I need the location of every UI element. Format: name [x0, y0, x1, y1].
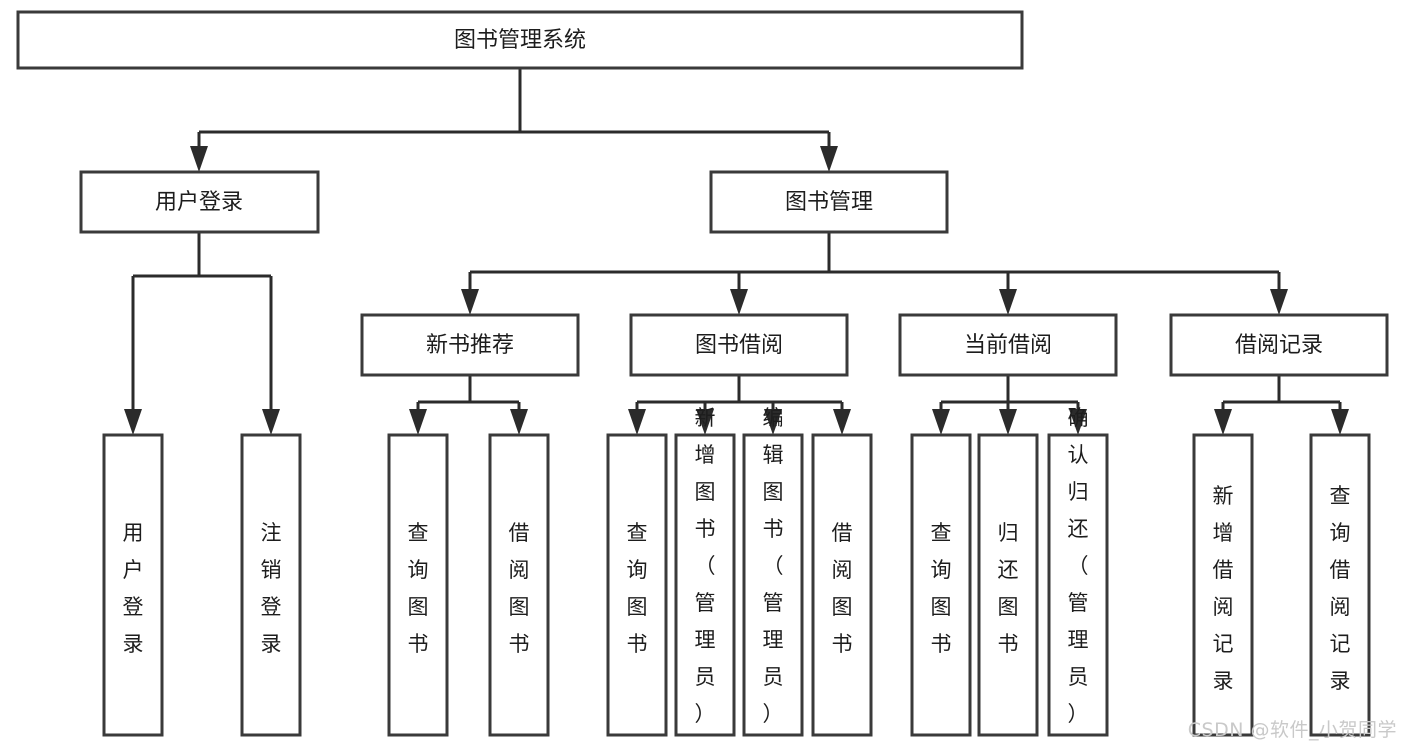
leaf-new-book-1[interactable]: 查询图书 — [387, 433, 449, 737]
leaf-box[interactable] — [977, 433, 1039, 737]
leaf-label: 编辑图书（管理员） — [763, 406, 784, 726]
book-manage-box[interactable] — [709, 170, 949, 234]
leaf-book-borrow-4[interactable]: 借阅图书 — [811, 433, 873, 737]
arrow-book-borrow-leaf-2 — [696, 409, 714, 435]
leaf-label: 查询图书 — [931, 521, 952, 656]
leaf-box[interactable] — [240, 433, 302, 737]
arrow-user-login-leaf-1 — [124, 409, 142, 435]
arrow-current-borrow-leaf-1 — [932, 409, 950, 435]
node-book-manage[interactable]: 图书管理 — [709, 170, 949, 234]
arrow-root-to-user-login — [190, 146, 208, 172]
arrow-current-borrow-leaf-3 — [1069, 409, 1087, 435]
leaf-borrow-record-2[interactable]: 查询借阅记录 — [1309, 433, 1371, 737]
new-book-recommend-box[interactable] — [360, 313, 580, 377]
current-borrow-box[interactable] — [898, 313, 1118, 377]
book-borrow-box[interactable] — [629, 313, 849, 377]
leaf-label: 归还图书 — [998, 521, 1019, 656]
node-book-borrow[interactable]: 图书借阅 — [629, 313, 849, 377]
leaf-current-borrow-2[interactable]: 归还图书 — [977, 433, 1039, 737]
user-login-box[interactable] — [79, 170, 320, 234]
leaf-book-borrow-3[interactable]: 编辑图书（管理员） — [742, 406, 804, 737]
leaf-label: 确认归还（管理员） — [1068, 406, 1089, 726]
edge-book-manage-trunk — [468, 232, 1281, 292]
leaf-label: 新增借阅记录 — [1213, 484, 1234, 693]
node-borrow-record[interactable]: 借阅记录 — [1169, 313, 1389, 377]
edge-new-book-recommend-trunk — [416, 375, 521, 412]
leaf-borrow-record-1[interactable]: 新增借阅记录 — [1192, 433, 1254, 737]
root-label: 图书管理系统 — [454, 28, 586, 53]
leaf-label: 查询借阅记录 — [1330, 484, 1351, 693]
leaf-box[interactable] — [102, 433, 164, 737]
leaf-label: 注销登录 — [261, 521, 282, 656]
leaf-box[interactable] — [742, 433, 804, 737]
leaf-box[interactable] — [1309, 433, 1371, 737]
new-book-recommend-label: 新书推荐 — [426, 333, 514, 358]
leaf-label: 借阅图书 — [509, 521, 530, 656]
leaf-box[interactable] — [606, 433, 668, 737]
leaf-box[interactable] — [811, 433, 873, 737]
arrow-root-to-book-manage — [820, 146, 838, 172]
connector-layer — [124, 68, 1349, 435]
leaf-box[interactable] — [674, 433, 736, 737]
edge-user-login-trunk — [131, 232, 273, 412]
leaf-label: 新增图书（管理员） — [695, 406, 716, 726]
leaf-label: 借阅图书 — [832, 521, 853, 656]
arrow-to-new-book-recommend — [461, 289, 479, 315]
borrow-record-label: 借阅记录 — [1235, 333, 1323, 358]
book-manage-label: 图书管理 — [785, 190, 873, 215]
leaf-book-borrow-2[interactable]: 新增图书（管理员） — [674, 406, 736, 737]
edge-borrow-record-trunk — [1221, 375, 1342, 412]
arrow-borrow-record-leaf-2 — [1331, 409, 1349, 435]
arrow-book-borrow-leaf-4 — [833, 409, 851, 435]
leaf-current-borrow-1[interactable]: 查询图书 — [910, 433, 972, 737]
arrow-borrow-record-leaf-1 — [1214, 409, 1232, 435]
arrow-book-borrow-leaf-3 — [764, 409, 782, 435]
arrow-to-book-borrow — [730, 289, 748, 315]
current-borrow-label: 当前借阅 — [964, 333, 1052, 358]
arrow-user-login-leaf-2 — [262, 409, 280, 435]
node-new-book-recommend[interactable]: 新书推荐 — [360, 313, 580, 377]
leaf-box[interactable] — [1047, 433, 1109, 737]
arrow-new-book-leaf-2 — [510, 409, 528, 435]
arrow-to-current-borrow — [999, 289, 1017, 315]
leaf-box[interactable] — [910, 433, 972, 737]
borrow-record-box[interactable] — [1169, 313, 1389, 377]
leaf-box[interactable] — [387, 433, 449, 737]
arrow-current-borrow-leaf-2 — [999, 409, 1017, 435]
book-borrow-label: 图书借阅 — [695, 333, 783, 358]
leaf-label: 查询图书 — [627, 521, 648, 656]
leaf-new-book-2[interactable]: 借阅图书 — [488, 433, 550, 737]
leaf-user-login-1[interactable]: 用户登录 — [102, 433, 164, 737]
arrow-to-borrow-record — [1270, 289, 1288, 315]
arrow-book-borrow-leaf-1 — [628, 409, 646, 435]
leaf-box[interactable] — [1192, 433, 1254, 737]
leaf-user-login-2[interactable]: 注销登录 — [240, 433, 302, 737]
node-user-login[interactable]: 用户登录 — [79, 170, 320, 234]
leaf-book-borrow-1[interactable]: 查询图书 — [606, 433, 668, 737]
leaf-label: 查询图书 — [408, 521, 429, 656]
edge-book-borrow-trunk — [635, 375, 844, 412]
arrow-new-book-leaf-1 — [409, 409, 427, 435]
root-box[interactable] — [16, 10, 1024, 70]
node-root[interactable]: 图书管理系统 — [16, 10, 1024, 70]
user-login-label: 用户登录 — [155, 190, 243, 215]
leaf-current-borrow-3[interactable]: 确认归还（管理员） — [1047, 406, 1109, 737]
leaf-label: 用户登录 — [123, 521, 144, 656]
leaf-box[interactable] — [488, 433, 550, 737]
edge-current-borrow-trunk — [939, 375, 1080, 412]
edge-root-trunk — [197, 68, 831, 152]
node-current-borrow[interactable]: 当前借阅 — [898, 313, 1118, 377]
